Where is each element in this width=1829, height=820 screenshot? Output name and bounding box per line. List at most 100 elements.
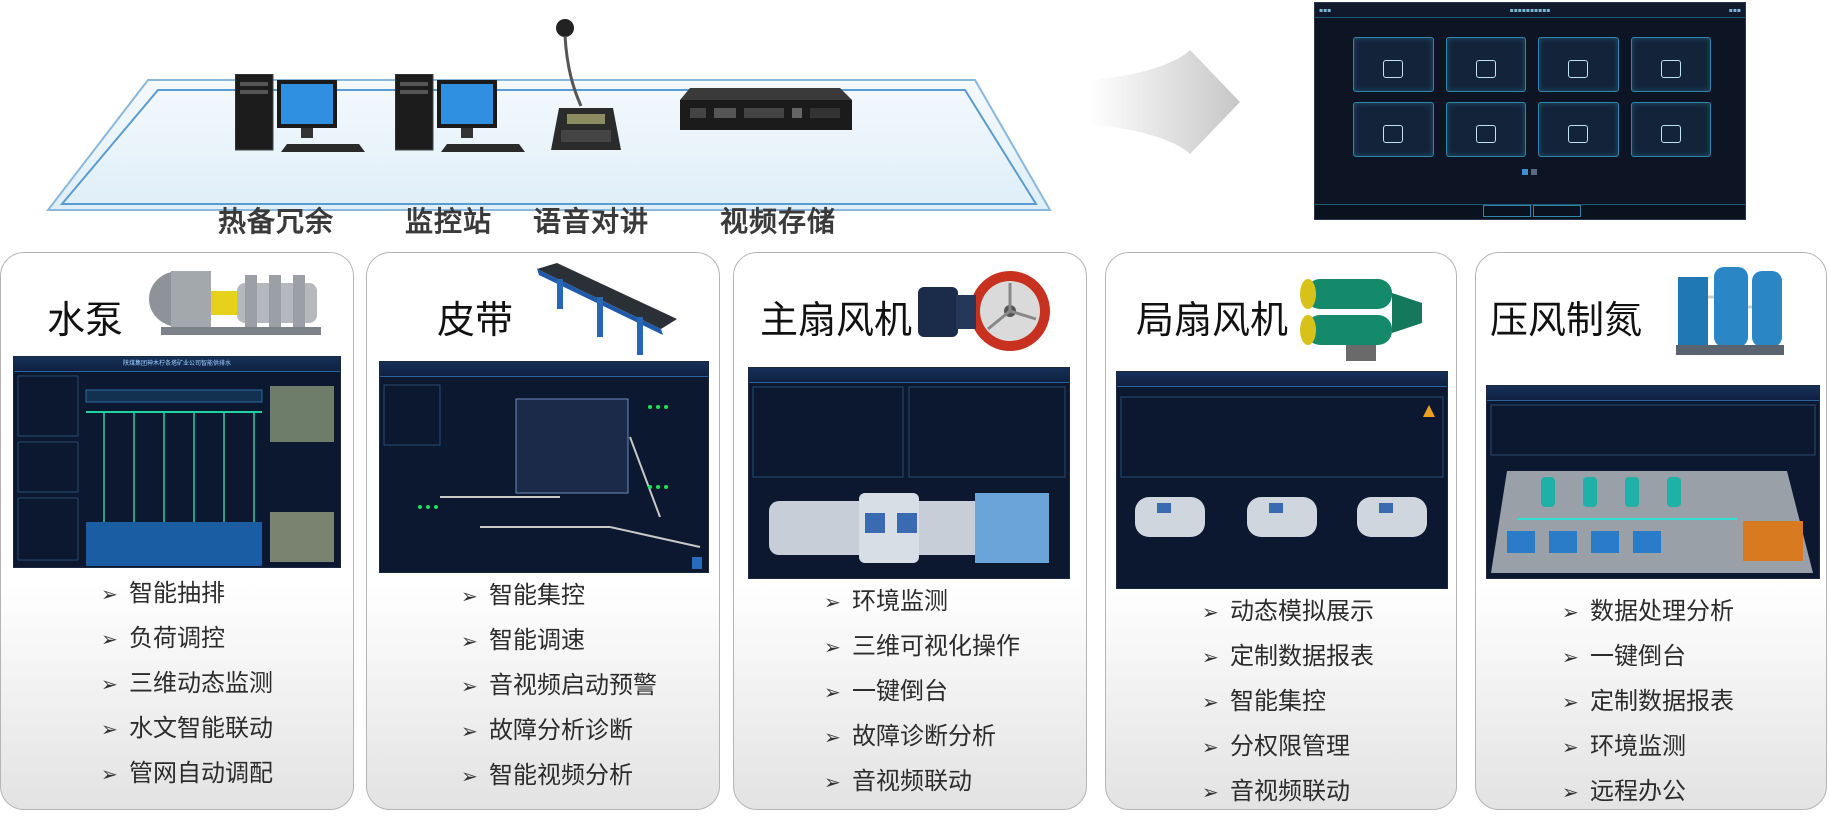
feature-item: ➢一键倒台: [1562, 634, 1734, 679]
screen-header: [380, 362, 708, 377]
water-pump-icon: [141, 261, 331, 347]
right-arrow-icon: [1090, 20, 1250, 180]
dashboard-footer: [1315, 204, 1745, 219]
module-icon: [1475, 124, 1496, 143]
nitrogen-screen: [1486, 385, 1820, 579]
device-label-monitor-station: 监控站: [405, 205, 493, 238]
chevron-right-icon: ➢: [1202, 780, 1219, 804]
feature-list: ➢智能集控 ➢智能调速 ➢音视频启动预警 ➢故障分析诊断 ➢智能视频分析: [461, 573, 657, 798]
chevron-right-icon: ➢: [1202, 690, 1219, 714]
feature-item: ➢环境监测: [1562, 724, 1734, 769]
feature-list: ➢动态模拟展示 ➢定制数据报表 ➢智能集控 ➢分权限管理 ➢音视频联动: [1202, 589, 1374, 809]
feature-item: ➢故障分析诊断: [461, 708, 657, 753]
device-label-voice-intercom: 语音对讲: [533, 205, 650, 238]
card-local-fan: 局扇风机 ➢动态模拟展示 ➢定制数据报表 ➢智能集控 ➢分权限管理 ➢音视频联动: [1105, 252, 1457, 810]
feature-item: ➢智能抽排: [101, 571, 273, 616]
belt-conveyor-icon: [537, 259, 687, 363]
feature-item: ➢负荷调控: [101, 616, 273, 661]
chevron-right-icon: ➢: [824, 725, 841, 749]
module-icon: [1568, 59, 1589, 78]
chevron-right-icon: ➢: [461, 764, 478, 788]
card-water-pump: 水泵 陕煤集团神木柠条塔矿业公司智能供排水: [0, 252, 354, 810]
chevron-right-icon: ➢: [101, 627, 118, 651]
local-fan-diagram: [1120, 396, 1444, 537]
feature-item: ➢管网自动调配: [101, 751, 273, 796]
home-icon: [1383, 124, 1404, 143]
feature-list: ➢智能抽排 ➢负荷调控 ➢三维动态监测 ➢水文智能联动 ➢管网自动调配: [101, 571, 273, 796]
main-fan-3d-view: [752, 386, 1066, 563]
card-title: 局扇风机: [1136, 298, 1289, 342]
feature-item: ➢一键倒台: [824, 669, 1020, 714]
screen-header: [1487, 386, 1819, 401]
chevron-right-icon: ➢: [824, 680, 841, 704]
chevron-right-icon: ➢: [461, 674, 478, 698]
dashboard-tile: [1538, 37, 1619, 92]
module-icon: [1660, 59, 1681, 78]
card-main-fan: 主扇风机 ➢环境监测 ➢三维可视化操作 ➢一键倒台 ➢故障诊断分析 ➢: [733, 252, 1087, 810]
feature-list: ➢数据处理分析 ➢一键倒台 ➢定制数据报表 ➢环境监测 ➢远程办公: [1562, 589, 1734, 809]
platform-dashboard-screenshot: ▪▪▪▪▪▪▪▪▪▪▪▪▪▪▪▪: [1314, 2, 1746, 220]
feature-item: ➢音视频联动: [824, 759, 1020, 804]
module-icon: [1475, 59, 1496, 78]
chevron-right-icon: ➢: [824, 635, 841, 659]
chevron-right-icon: ➢: [461, 584, 478, 608]
module-icon: [1568, 124, 1589, 143]
feature-item: ➢数据处理分析: [1562, 589, 1734, 634]
dashboard-tile: [1445, 102, 1526, 157]
screen-header: [749, 368, 1069, 383]
card-compressed-air-nitrogen: 压风制氮 ➢数据处理分析 ➢一键倒台 ➢定制: [1475, 252, 1827, 810]
chevron-right-icon: ➢: [1562, 645, 1579, 669]
belt-system-diagram: [383, 384, 702, 569]
dashboard-pager: [1522, 169, 1537, 175]
chevron-right-icon: ➢: [461, 629, 478, 653]
feature-item: ➢三维动态监测: [101, 661, 273, 706]
module-icon: [1383, 59, 1404, 78]
chevron-right-icon: ➢: [1562, 735, 1579, 759]
chevron-right-icon: ➢: [1562, 690, 1579, 714]
dashboard-tab: [1533, 205, 1581, 217]
dashboard-header: ▪▪▪▪▪▪▪▪▪▪▪▪▪▪▪▪: [1315, 3, 1745, 18]
feature-item: ➢智能视频分析: [461, 753, 657, 798]
feature-item: ➢动态模拟展示: [1202, 589, 1374, 634]
device-label-video-storage: 视频存储: [720, 205, 837, 238]
water-pump-screen: 陕煤集团神木柠条塔矿业公司智能供排水: [13, 356, 341, 568]
dashboard-tab: [1483, 205, 1531, 217]
main-fan-icon: [918, 269, 1058, 357]
feature-item: ➢音视频联动: [1202, 769, 1374, 809]
chevron-right-icon: ➢: [101, 717, 118, 741]
chevron-right-icon: ➢: [1562, 600, 1579, 624]
dashboard-tile: [1353, 37, 1434, 92]
dashboard-tile: [1630, 37, 1711, 92]
chevron-right-icon: ➢: [461, 719, 478, 743]
feature-list: ➢环境监测 ➢三维可视化操作 ➢一键倒台 ➢故障诊断分析 ➢音视频联动: [824, 579, 1020, 804]
feature-item: ➢水文智能联动: [101, 706, 273, 751]
local-fan-screen: [1116, 371, 1448, 589]
pump-system-diagram: [17, 375, 334, 566]
device-label-hot-standby: 热备冗余: [218, 205, 335, 238]
feature-item: ➢环境监测: [824, 579, 1020, 624]
nitrogen-system-diagram: [1490, 404, 1816, 573]
feature-item: ➢分权限管理: [1202, 724, 1374, 769]
chevron-right-icon: ➢: [824, 590, 841, 614]
feature-item: ➢三维可视化操作: [824, 624, 1020, 669]
local-fan-icon: [1296, 273, 1436, 367]
card-belt-conveyor: 皮带 ➢智能集控: [366, 252, 720, 810]
feature-item: ➢定制数据报表: [1202, 634, 1374, 679]
chevron-right-icon: ➢: [1202, 645, 1219, 669]
dashboard-tile: [1538, 102, 1619, 157]
feature-item: ➢智能调速: [461, 618, 657, 663]
chevron-right-icon: ➢: [1202, 600, 1219, 624]
camera-icon: [1660, 124, 1681, 143]
card-title: 主扇风机: [760, 298, 913, 342]
chevron-right-icon: ➢: [101, 582, 118, 606]
chevron-right-icon: ➢: [101, 762, 118, 786]
feature-item: ➢智能集控: [461, 573, 657, 618]
chevron-right-icon: ➢: [101, 672, 118, 696]
dashboard-tile: [1630, 102, 1711, 157]
feature-item: ➢定制数据报表: [1562, 679, 1734, 724]
nitrogen-generator-icon: [1676, 257, 1786, 371]
card-title: 皮带: [437, 298, 514, 342]
card-title: 压风制氮: [1490, 298, 1643, 342]
card-title: 水泵: [47, 298, 124, 342]
dashboard-tile: [1445, 37, 1526, 92]
